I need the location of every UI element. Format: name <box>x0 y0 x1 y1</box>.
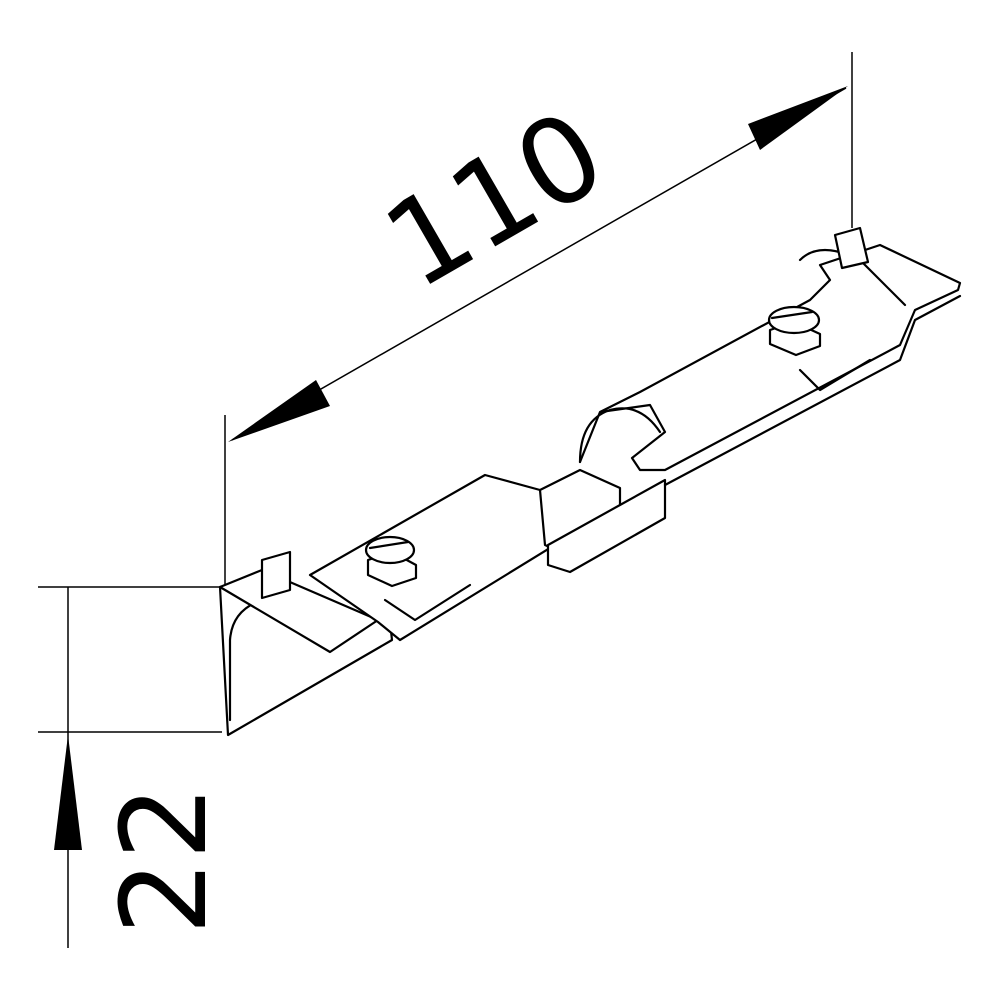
right-plate-bend <box>578 407 662 464</box>
right-plate <box>578 243 962 472</box>
dimension-line <box>231 87 847 441</box>
right-screw-icon <box>767 305 822 357</box>
right-plate-step <box>798 358 872 392</box>
arrowhead-up-icon <box>54 735 82 850</box>
left-screw-icon <box>364 535 418 588</box>
arrowhead-right-icon <box>748 86 848 150</box>
right-tab <box>833 226 870 270</box>
left-tab <box>260 550 292 600</box>
height-dimension: 22 <box>38 586 233 948</box>
middle-block-front <box>546 478 667 574</box>
length-label: 110 <box>362 83 626 315</box>
connector-part <box>218 226 962 737</box>
arrowhead-left-icon <box>228 380 330 442</box>
left-plate-step <box>383 583 472 622</box>
right-plate-edge <box>663 294 962 487</box>
height-label: 22 <box>95 785 233 935</box>
